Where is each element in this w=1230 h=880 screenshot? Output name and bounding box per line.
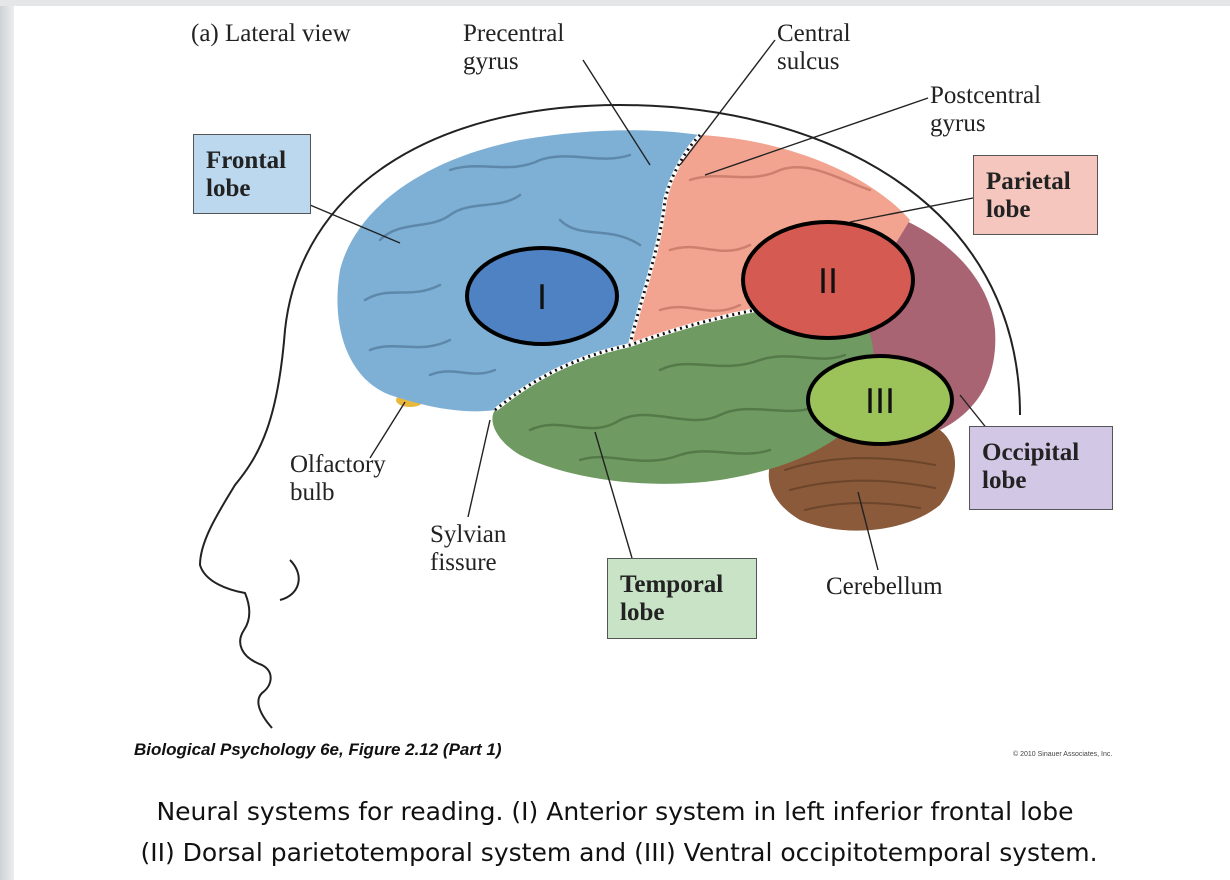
central-sulcus-label: Central sulcus (777, 20, 851, 76)
system-I: I (467, 248, 617, 344)
system-III: III (808, 356, 952, 444)
system-II: II (743, 222, 913, 338)
frontal-lobe-box: Frontal lobe (193, 134, 311, 214)
olfactory-bulb-label: Olfactory bulb (290, 451, 386, 507)
system-III-label: III (865, 382, 895, 422)
figure-credit: Biological Psychology 6e, Figure 2.12 (P… (134, 740, 502, 760)
postcentral-gyrus-label: Postcentral gyrus (930, 82, 1041, 138)
brain-diagram: I II III (0, 0, 1230, 780)
cerebellum-label: Cerebellum (826, 573, 943, 601)
sylvian-fissure-label: Sylvian fissure (430, 521, 506, 577)
occipital-lobe-box: Occipital lobe (969, 426, 1113, 510)
caption-line-1: Neural systems for reading. (I) Anterior… (0, 797, 1230, 826)
caption-line-2: (II) Dorsal parietotemporal system and (… (4, 838, 1230, 867)
copyright-notice: © 2010 Sinauer Associates, Inc. (1013, 751, 1112, 758)
temporal-lobe-box: Temporal lobe (607, 558, 757, 639)
precentral-gyrus-label: Precentral gyrus (463, 20, 564, 76)
parietal-lobe-box: Parietal lobe (973, 155, 1098, 235)
system-II-label: II (818, 262, 838, 302)
nostril (280, 560, 299, 600)
system-I-label: I (537, 278, 547, 318)
view-label: (a) Lateral view (191, 20, 351, 48)
